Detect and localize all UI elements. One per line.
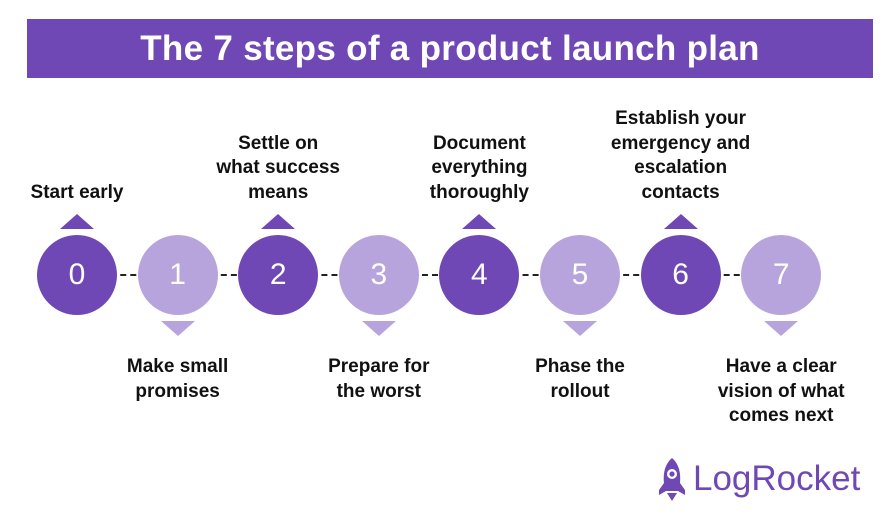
- step-circle-6: 6: [640, 235, 721, 315]
- step-label-line: the worst: [336, 380, 422, 402]
- step-circle-1: 1: [137, 235, 218, 315]
- step-label-line: thoroughly: [429, 181, 529, 203]
- step-label-line: rollout: [550, 380, 610, 402]
- step-label-line: comes next: [728, 405, 834, 426]
- step-label-7: Have a clear vision of what comes next: [691, 355, 871, 429]
- pointer-up-icon: [60, 214, 94, 229]
- logo-wordmark: LogRocket: [693, 459, 861, 498]
- dashed-connector: [80, 274, 780, 276]
- step-label-4: Document everything thoroughly: [389, 132, 569, 206]
- step-circle-4: 4: [439, 235, 520, 315]
- rocket-icon: [659, 458, 685, 501]
- step-label-line: Settle on: [238, 132, 319, 154]
- step-label-line: Prepare for: [328, 356, 430, 377]
- step-label-line: everything: [431, 157, 528, 178]
- step-label-line: promises: [135, 380, 220, 402]
- step-label-2: Settle on what success means: [188, 132, 368, 206]
- pointer-down-icon: [563, 321, 597, 336]
- pointer-up-icon: [462, 214, 497, 229]
- step-circle-2: 2: [238, 235, 319, 315]
- step-label-line: Phase the: [535, 356, 625, 377]
- step-label-3: Prepare for the worst: [289, 355, 469, 404]
- step-circle-5: 5: [540, 235, 620, 315]
- step-label-1: Make small promises: [88, 355, 268, 404]
- page-title: The 7 steps of a product launch plan: [140, 28, 760, 68]
- step-label-line: what success: [216, 157, 340, 178]
- pointer-up-icon: [261, 214, 296, 229]
- step-label-line: means: [248, 181, 309, 203]
- step-label-line: emergency and: [610, 132, 751, 154]
- step-circle-3: 3: [338, 235, 419, 315]
- step-label-line: Make small: [126, 356, 229, 377]
- pointer-down-icon: [361, 321, 396, 336]
- step-label-6: Establish your emergency and escalation con…: [591, 107, 771, 205]
- step-label-0: Start early: [0, 181, 167, 206]
- pointer-down-icon: [764, 321, 799, 336]
- step-label-line: Have a clear: [725, 356, 837, 377]
- pointer-down-icon: [160, 321, 195, 336]
- title-banner: The 7 steps of a product launch plan: [27, 19, 873, 78]
- pointer-up-icon: [663, 214, 698, 229]
- step-label-line: contacts: [641, 181, 720, 203]
- step-circle-7: 7: [741, 235, 822, 315]
- logrocket-logo: LogRocket: [657, 455, 860, 503]
- step-label-5: Phase the rollout: [490, 355, 670, 404]
- step-label-line: Establish your: [615, 108, 747, 129]
- step-circle-0: 0: [37, 235, 117, 315]
- step-label-line: Document: [432, 132, 526, 154]
- step-label-line: escalation: [634, 157, 728, 178]
- step-label-line: vision of what: [717, 380, 845, 402]
- step-label-line: Start early: [30, 181, 124, 203]
